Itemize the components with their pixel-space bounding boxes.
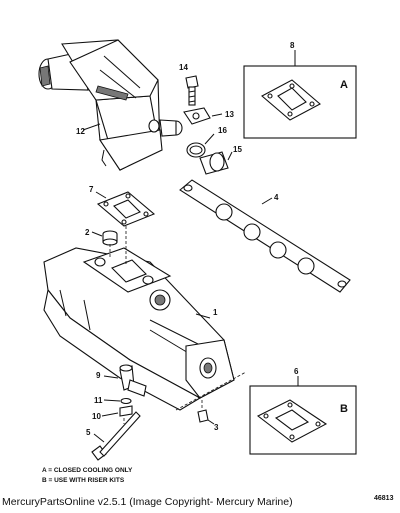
inset-a-letter: A	[340, 79, 348, 91]
inset-b-letter: B	[340, 403, 348, 415]
callout-8: 8	[290, 41, 295, 50]
washer-11[interactable]	[120, 397, 132, 405]
inset-a	[243, 65, 357, 139]
fitting-9[interactable]	[119, 364, 147, 397]
callout-16: 16	[218, 126, 227, 135]
callout-2: 2	[85, 228, 90, 237]
callout-15: 15	[233, 145, 242, 154]
bolt-14[interactable]	[185, 75, 199, 106]
gasket-7[interactable]	[96, 191, 156, 227]
callout-6: 6	[294, 367, 299, 376]
callout-4: 4	[274, 193, 279, 202]
copyright-footer: MercuryPartsOnline v2.5.1 (Image Copyrig…	[2, 496, 293, 508]
callout-10: 10	[92, 412, 101, 421]
inset-b	[249, 385, 357, 455]
diagram-code: 46813	[374, 495, 394, 502]
elbow-assembly[interactable]	[38, 39, 183, 171]
exhaust-manifold-1[interactable]	[43, 247, 235, 411]
callout-12: 12	[76, 127, 85, 136]
callout-7: 7	[89, 185, 94, 194]
plug-2[interactable]	[102, 230, 118, 246]
long-bolt-5[interactable]	[91, 411, 141, 461]
callout-1: 1	[213, 308, 218, 317]
bolt-10[interactable]	[119, 405, 133, 417]
callout-5: 5	[86, 428, 91, 437]
gasket-4[interactable]	[179, 179, 351, 293]
legend-riser-kits: B = USE WITH RISER KITS	[42, 477, 125, 484]
callout-11: 11	[94, 396, 103, 405]
hose-clamp-16[interactable]	[186, 142, 206, 158]
callout-3: 3	[214, 423, 219, 432]
callout-14: 14	[179, 63, 188, 72]
callout-13: 13	[225, 110, 234, 119]
legend-closed-cooling: A = CLOSED COOLING ONLY	[42, 467, 133, 474]
hose-15[interactable]	[199, 151, 229, 175]
callout-9: 9	[96, 371, 101, 380]
clip-13[interactable]	[183, 107, 211, 125]
plug-3[interactable]	[197, 409, 209, 423]
